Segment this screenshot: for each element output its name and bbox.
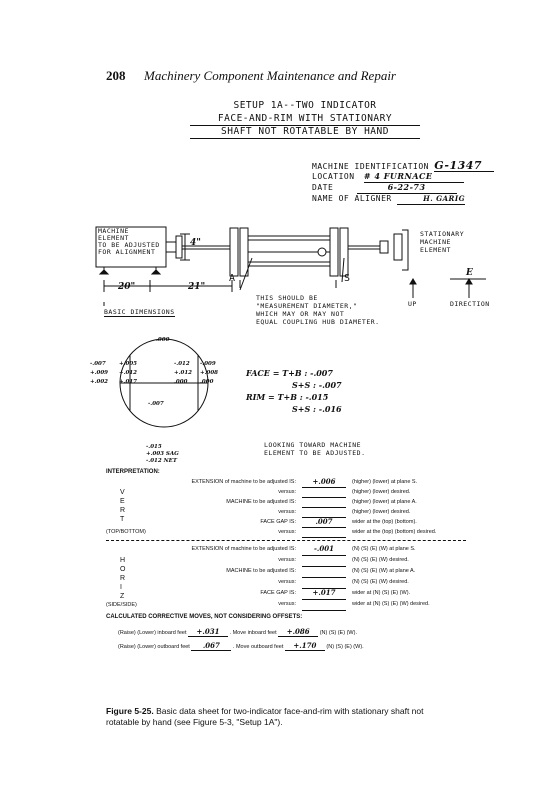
interpretation-heading: INTERPRETATION: — [106, 469, 160, 475]
adjustable-machine-label: MACHINE ELEMENT TO BE ADJUSTED FOR ALIGN… — [98, 227, 160, 256]
circle-left-inner: +.005 +.012 +.017 — [119, 361, 138, 385]
direction-label: DIRECTION — [450, 300, 490, 308]
section-divider — [106, 540, 466, 541]
dim-4-label: 4" — [190, 238, 201, 248]
up-label: UP — [408, 300, 417, 308]
corrective-moves-heading: CALCULATED CORRECTIVE MOVES, NOT CONSIDE… — [106, 614, 303, 620]
dim-20-label: 20" — [118, 282, 136, 292]
circle-bottom-reading: -.007 — [148, 401, 164, 407]
circle-right-inner: -.012 +.012 .000 — [174, 361, 193, 385]
v-row: versus: (higher) (lower) desired. — [106, 488, 496, 498]
aligner-value: H. GARIG — [397, 193, 466, 205]
stationary-machine-label: STATIONARY MACHINE ELEMENT — [420, 230, 465, 254]
basic-dimensions-label: BASIC DIMENSIONS — [104, 308, 175, 317]
aligner-row: NAME OF ALIGNER H. GARIG — [312, 193, 466, 205]
looking-toward-note: LOOKING TOWARD MACHINE ELEMENT TO BE ADJ… — [264, 441, 366, 457]
h-row: versus: wider at (N) (S) (E) (W) desired… — [106, 600, 496, 611]
vertical-interpretation-table: EXTENSION of machine to be adjusted IS: … — [106, 478, 496, 538]
v-row: MACHINE to be adjusted IS: (higher) (low… — [106, 498, 496, 508]
aligner-label: NAME OF ALIGNER — [312, 194, 392, 203]
rim-side-reading: S+S : -.016 — [292, 404, 342, 414]
date-row: DATE 6-22-73 — [312, 182, 457, 194]
vert-letters: V E R T — [120, 489, 126, 523]
horizontal-interpretation-table: EXTENSION of machine to be adjusted IS: … — [106, 545, 496, 611]
v-row: EXTENSION of machine to be adjusted IS: … — [191, 477, 418, 488]
form-title-line-1: SETUP 1A--TWO INDICATOR — [233, 100, 377, 111]
v-row: versus: wider at the (top) (bottom) desi… — [106, 528, 496, 538]
figure-caption: Figure 5-25. Basic data sheet for two-in… — [106, 706, 424, 727]
circle-top-reading: .000 — [156, 337, 170, 343]
plane-a-label: A — [229, 273, 236, 284]
rim-reading: RIM = T+B : -.015 — [246, 392, 329, 402]
h-row: FACE GAP IS: +.017 wider at (N) (S) (E) … — [106, 589, 496, 600]
form-title-line-3: SHAFT NOT ROTATABLE BY HAND — [190, 126, 420, 139]
location-row: LOCATION # 4 FURNACE — [312, 171, 464, 183]
sag-correction-readings: -.015 +.003 SAG -.012 NET — [146, 444, 179, 464]
running-head: Machinery Component Maintenance and Repa… — [144, 68, 396, 83]
machine-id-value: G-1347 — [434, 160, 495, 172]
date-value: 6-22-73 — [356, 182, 457, 194]
machine-id-label: MACHINE IDENTIFICATION — [312, 162, 429, 171]
coupling-hub-s — [339, 227, 349, 277]
h-row: MACHINE to be adjusted IS: (N) (S) (E) (… — [106, 567, 496, 578]
date-label: DATE — [312, 183, 334, 192]
outboard-move-row: (Raise) (Lower) outboard feet .067 . Mov… — [118, 641, 364, 651]
dim-21-label: 21" — [188, 282, 206, 292]
location-value: # 4 FURNACE — [363, 171, 464, 183]
dial-reading-circle — [119, 338, 209, 428]
plane-s-label: S — [344, 273, 351, 284]
east-label: E — [466, 268, 473, 278]
measurement-diameter-note: THIS SHOULD BE "MEASUREMENT DIAMETER," W… — [256, 294, 380, 326]
machine-id-row: MACHINE IDENTIFICATION G-1347 — [312, 160, 495, 172]
circle-left-outer: -.007 +.009 +.002 — [90, 361, 109, 385]
location-label: LOCATION — [312, 172, 355, 181]
h-row: EXTENSION of machine to be adjusted IS: … — [106, 545, 496, 556]
face-side-reading: S+S : -.007 — [292, 380, 342, 390]
v-row: FACE GAP IS: .007 wider at the (top) (bo… — [260, 517, 417, 528]
horiz-letters: H O R I Z — [120, 557, 126, 600]
face-reading: FACE = T+B : -.007 — [246, 368, 333, 378]
h-row: versus: (N) (S) (E) (W) desired. — [106, 556, 496, 567]
form-title-line-2: FACE-AND-RIM WITH STATIONARY — [190, 113, 420, 126]
page-number: 208 — [106, 68, 126, 83]
v-row: versus: (higher) (lower) desired. — [106, 508, 496, 518]
circle-right-outer: -.009 +.008 .000 — [200, 361, 219, 385]
inboard-move-row: (Raise) (Lower) inboard feet +.031 . Mov… — [118, 627, 357, 637]
coupling-hub-a — [229, 227, 239, 277]
side-side-label: (SIDE/SIDE) — [106, 602, 137, 608]
shaft-alignment-diagram — [95, 226, 486, 306]
top-bottom-label: (TOP/BOTTOM) — [106, 529, 146, 535]
h-row: versus: (N) (S) (E) (W) desired. — [106, 578, 496, 589]
